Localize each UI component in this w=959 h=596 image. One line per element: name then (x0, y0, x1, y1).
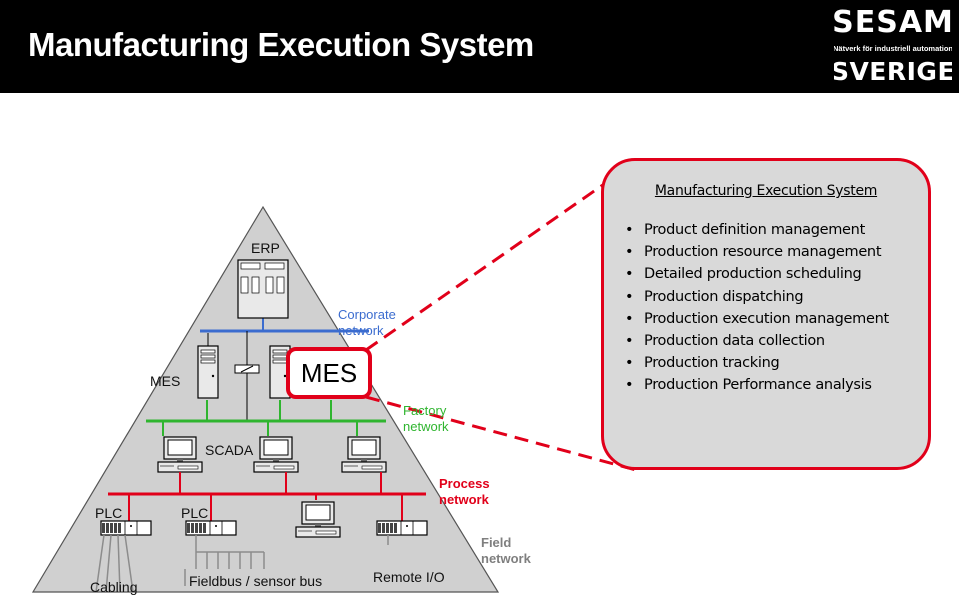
page-title: Manufacturing Execution System (28, 26, 534, 63)
plc-right-rack (185, 520, 237, 536)
factory-network-bus (146, 400, 386, 436)
pyramid-shape (31, 205, 500, 593)
mes-function-list: Product definition management Production… (624, 219, 924, 397)
process-workstation (295, 501, 341, 538)
list-item: Production dispatching (624, 286, 924, 308)
callout-connector-bottom (365, 395, 637, 472)
level-label-plc-left: PLC (95, 505, 123, 521)
list-item: Detailed production scheduling (624, 263, 924, 285)
scada-workstation-1 (157, 436, 203, 473)
label-field-network: Field network (481, 535, 531, 566)
sesam-sverige-logo: SESAM Nätverk för industriell automation… (834, 6, 952, 86)
level-label-plc-right: PLC (181, 505, 209, 521)
callout-connector-top (365, 178, 611, 352)
label-fieldbus: Fieldbus / sensor bus (189, 573, 323, 589)
router (234, 364, 260, 374)
scada-workstation-2 (253, 436, 299, 473)
label-cabling: Cabling (90, 579, 138, 595)
corporate-network-bus (200, 318, 369, 333)
level-label-erp: ERP (251, 240, 280, 256)
header-bar: Manufacturing Execution System SESAM Nät… (0, 0, 959, 93)
label-corporate-network: Corporate network (338, 307, 396, 338)
level-label-scada: SCADA (205, 442, 254, 458)
mes-highlight-box: MES (286, 347, 372, 399)
erp-server (237, 259, 289, 319)
list-item: Production resource management (624, 241, 924, 263)
list-item: Product definition management (624, 219, 924, 241)
list-item: Production Performance analysis (624, 374, 924, 396)
scada-workstation-3 (341, 436, 387, 473)
list-item: Production data collection (624, 330, 924, 352)
label-process-network: Process network (439, 476, 490, 507)
label-factory-network: Factory network (403, 403, 449, 434)
logo-word-bottom: SVERIGE (834, 57, 952, 86)
level-label-mes: MES (150, 373, 181, 389)
label-remote-io: Remote I/O (373, 569, 445, 585)
callout-title: Manufacturing Execution System (654, 183, 878, 199)
mes-functions-callout: Manufacturing Execution System Product d… (601, 158, 931, 470)
field-cabling (95, 534, 389, 593)
mes-server-left (197, 345, 219, 399)
logo-word-top: SESAM (834, 6, 952, 40)
list-item: Production execution management (624, 308, 924, 330)
logo-tagline: Nätverk för industriell automation (834, 44, 952, 53)
list-item: Production tracking (624, 352, 924, 374)
plc-left-rack (100, 520, 152, 536)
process-network-bus (108, 472, 426, 521)
remote-io-rack (376, 520, 428, 536)
